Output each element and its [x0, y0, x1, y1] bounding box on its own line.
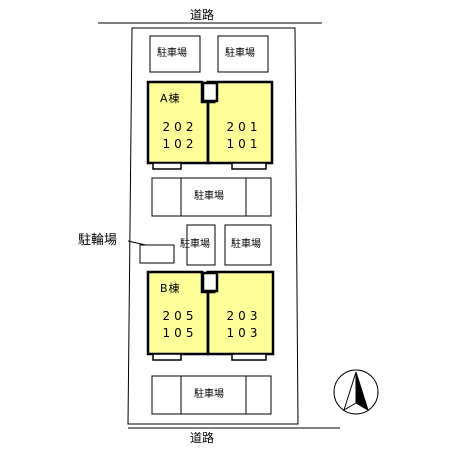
parking-lot-5-shape — [224, 224, 272, 266]
building-a-balcony-left — [152, 162, 182, 170]
unit-b-left-bottom: 105 — [162, 326, 198, 340]
top-road-label: 道路 — [190, 8, 215, 22]
parking-label-1: 駐車場 — [157, 48, 187, 59]
building-a-balcony-right — [231, 162, 267, 170]
bottom-road-label: 道路 — [190, 431, 215, 445]
unit-b-right-top: 203 — [226, 309, 262, 323]
parking-lot-6-shape — [151, 375, 272, 415]
parking-lot-1-shape — [149, 35, 201, 73]
building-b-balcony-right — [231, 353, 267, 361]
parking-label-4: 駐車場 — [180, 239, 210, 250]
unit-a-left-top: 202 — [162, 120, 198, 134]
unit-b-left-top: 205 — [162, 309, 198, 323]
building-a-name: A棟 — [160, 92, 181, 105]
parking-lot-4-shape — [186, 224, 216, 266]
parking-label-2: 駐車場 — [225, 48, 255, 59]
parking-lot-2-shape — [217, 35, 269, 73]
building-b-balcony-left — [152, 353, 182, 361]
site-boundary — [127, 27, 299, 425]
bicycle-parking-shape — [139, 244, 175, 264]
parking-label-5: 駐車場 — [231, 239, 261, 250]
bicycle-parking-label: 駐輪場 — [78, 233, 118, 248]
unit-a-right-top: 201 — [226, 120, 262, 134]
building-b-notch — [201, 271, 219, 293]
unit-a-left-bottom: 102 — [162, 137, 198, 151]
parking-lot-3-shape — [151, 177, 272, 217]
parking-label-3: 駐車場 — [194, 191, 224, 202]
building-b-name: B棟 — [160, 282, 181, 295]
building-a-notch — [201, 81, 219, 103]
north-arrow-icon — [333, 369, 379, 415]
parking-label-6: 駐車場 — [194, 389, 224, 400]
unit-a-right-bottom: 101 — [226, 137, 262, 151]
unit-b-right-bottom: 103 — [226, 326, 262, 340]
